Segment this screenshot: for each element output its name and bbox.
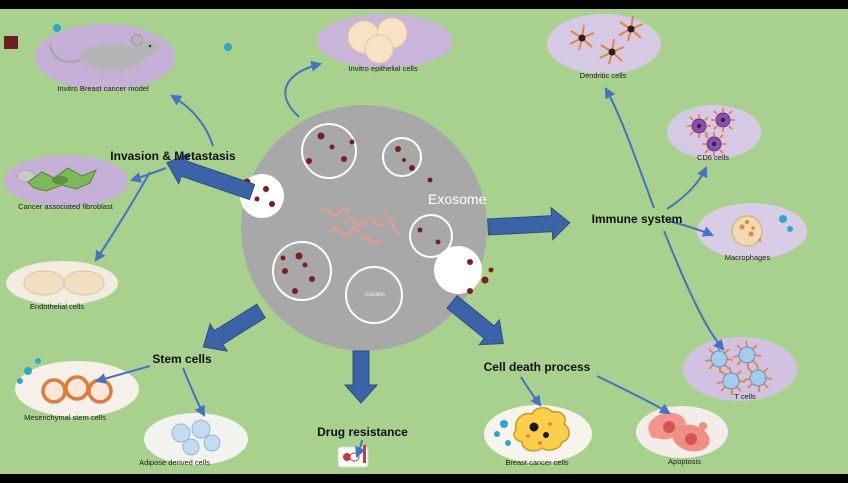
- cell-label-epithelial: Invitro epithelial cells: [348, 64, 418, 73]
- thin-arrows: [94, 60, 725, 459]
- dendritic-ellipse: [547, 14, 661, 74]
- fibroblast-icon: [16, 167, 97, 192]
- arrow-to-pill: [355, 439, 366, 459]
- exosome-body: [240, 105, 494, 351]
- mesenchymal-stem-cells-icon: [17, 358, 113, 404]
- tcell-ellipse: [683, 337, 797, 401]
- cd6-cells-icon: [687, 108, 735, 156]
- cell-label-mesenchymal: Mesenchymal stem cells: [24, 413, 106, 422]
- cell-label-endothelial: Endothelial cells: [29, 302, 85, 311]
- arrow-to-breast-cancer: [520, 376, 542, 407]
- block-arrows: [166, 152, 571, 404]
- mouse-icon: [48, 34, 160, 74]
- cargo-dots: [243, 132, 494, 294]
- branch-label-drug-resistance: Drug resistance: [317, 425, 408, 439]
- apoptosis-icon: [648, 412, 710, 452]
- cell-label-macrophages: Macrophages: [724, 253, 771, 262]
- branch-label-stem-cells: Stem cells: [152, 352, 212, 366]
- cell-label-adipose: Adipose derived cells: [139, 458, 210, 467]
- arrow-stem: [202, 303, 266, 352]
- arrow-invasion: [166, 152, 256, 201]
- cell-label-cd6: CD6 cells: [696, 153, 730, 162]
- arrow-to-adipose: [182, 367, 206, 417]
- exosome-label: Exosome: [428, 191, 487, 207]
- nucleic-label: nucleic: [364, 291, 386, 298]
- dendritic-cells-icon: [569, 15, 644, 65]
- arrow-to-macrophages: [668, 220, 715, 237]
- cell-label-apoptosis: Apoptosis: [668, 457, 701, 466]
- adipose-ellipse: [144, 413, 248, 465]
- exosome-dot-teal: [53, 24, 61, 32]
- branch-label-immune-system: Immune system: [591, 212, 683, 226]
- rna-squiggles-icon: [319, 207, 402, 245]
- cell-label-fibroblast: Cancer associated fibroblast: [18, 202, 113, 211]
- arrow-to-breast-model: [170, 94, 214, 147]
- nucleic-circle: [345, 266, 403, 324]
- arrow-drug: [343, 350, 379, 404]
- branch-label-invasion-metastasis: Invasion & Metastasis: [110, 149, 236, 163]
- arrow-to-epithelial: [284, 60, 323, 118]
- arrow-to-mesenchymal: [94, 365, 151, 384]
- arrow-to-dendritic: [604, 87, 655, 209]
- adipose-derived-cells-icon: [171, 419, 221, 456]
- arrow-to-tcells: [663, 230, 725, 351]
- bottom-border-bar: [0, 474, 848, 483]
- arrow-immune: [487, 206, 571, 241]
- drug-pill-icon: [337, 445, 369, 468]
- red-marker-square: [4, 36, 18, 49]
- white-vesicle-right: [434, 246, 482, 294]
- t-cells-icon: [704, 340, 773, 395]
- exosome-dot-teal: [224, 43, 232, 51]
- endothelial-cells-icon: [23, 270, 105, 296]
- cell-label-breast-model: Invitro Breast cancer model: [57, 84, 149, 93]
- macrophage-icon: [731, 215, 793, 247]
- cell-label-breast-cancer: Breast cancer cells: [505, 458, 569, 467]
- arrow-to-apoptosis: [596, 375, 671, 415]
- cell-label-dendritic: Dendritic cells: [579, 71, 627, 80]
- breast-cancer-cell-icon: [494, 407, 570, 452]
- epithelial-cells-icon: [347, 17, 408, 64]
- arrow-cell-death: [446, 295, 504, 346]
- arrow-to-endothelial: [94, 171, 151, 262]
- cell-label-tcells: T cells: [734, 392, 756, 401]
- arrow-to-cd6: [666, 166, 708, 210]
- branch-label-cell-death-process: Cell death process: [483, 360, 591, 374]
- top-border-bar: [0, 0, 848, 9]
